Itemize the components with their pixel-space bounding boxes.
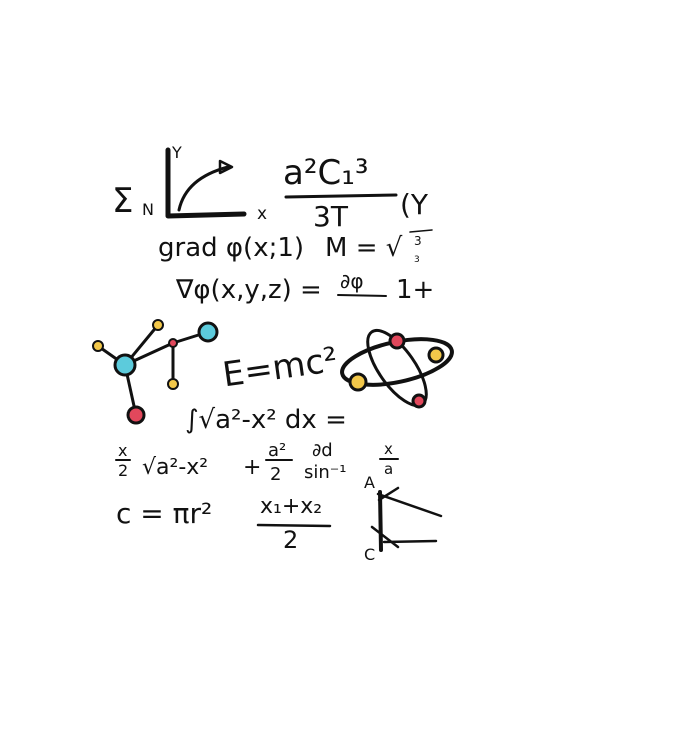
partial-phi: ∂φ	[340, 269, 364, 293]
result-partial: ∂d	[312, 440, 333, 461]
molecule-drawing	[92, 319, 219, 425]
midpoint-num: x₁+x₂	[260, 494, 322, 519]
integral-result: x 2 √a²-x² + a² 2 ∂d sin⁻¹ x a	[115, 440, 399, 485]
electron-yellow	[427, 346, 445, 364]
arrow-head-icon	[218, 159, 234, 175]
axis-y-label: Y	[171, 143, 182, 162]
partial-bar	[337, 294, 387, 297]
result-xa-den: a	[384, 460, 393, 478]
molecule-bonds	[96, 323, 210, 417]
result-a-den: 2	[270, 464, 281, 485]
atom-yellow	[92, 340, 104, 352]
result-plus: +	[243, 455, 261, 480]
atom-yellow	[152, 319, 164, 331]
sum-subscript: N	[142, 200, 154, 219]
atom-cyan	[197, 321, 219, 343]
result-sin: sin⁻¹	[304, 462, 347, 483]
axis-x-label: x	[257, 204, 267, 224]
atom-cyan-large	[113, 353, 137, 377]
result-a-num: a²	[268, 440, 286, 461]
atom-orbit-drawing	[340, 329, 454, 409]
atom-red-small	[168, 338, 178, 348]
m-num: 3	[414, 234, 422, 248]
triangle-sides	[370, 486, 443, 549]
midpoint-formula: x₁+x₂ 2	[256, 494, 332, 554]
result-xa-num: x	[384, 440, 393, 458]
axes-lines	[165, 147, 247, 219]
sum-with-axes: Σ N Y x	[112, 143, 267, 224]
nabla-text: ∇φ(x,y,z) =	[175, 275, 322, 305]
sum-symbol: Σ	[112, 181, 133, 221]
grad-formula: grad φ(x;1) M = √ 3 3	[158, 229, 433, 265]
fraction-denominator: 3T	[313, 200, 349, 233]
fraction-formula: a²C₁³ 3T (Y	[283, 153, 429, 233]
atom-red	[126, 405, 146, 425]
midpoint-bar	[256, 523, 332, 528]
integral-formula: ∫√a²-x² dx =	[185, 405, 347, 435]
atom-yellow	[167, 378, 179, 390]
electron-red	[388, 332, 406, 350]
electron-yellow	[348, 372, 368, 392]
result-sqrt: √a²-x²	[142, 455, 208, 480]
m-den: 3	[414, 255, 420, 265]
fraction-numerator: a²C₁³	[283, 153, 368, 193]
m-equals: M = √	[325, 233, 403, 263]
circle-formula: c = πr²	[116, 497, 212, 530]
einstein-formula: E=mc²	[220, 340, 340, 396]
triangle-label-a: A	[364, 473, 375, 492]
result-x-num: x	[118, 441, 127, 460]
result-x-den: 2	[118, 461, 128, 480]
triangle-side-vertical	[378, 490, 383, 552]
grad-text: grad φ(x;1)	[158, 233, 304, 263]
sqrt-bar	[409, 229, 433, 233]
one-plus: 1+	[396, 275, 434, 305]
midpoint-den: 2	[283, 526, 298, 554]
triangle-label-c: C	[364, 545, 375, 564]
nabla-formula: ∇φ(x,y,z) = ∂φ 1+	[175, 269, 434, 305]
triangle-drawing: A C	[364, 473, 443, 564]
fraction-suffix: (Y	[400, 188, 429, 221]
fraction-bar	[284, 193, 398, 199]
electron-red	[411, 393, 427, 409]
